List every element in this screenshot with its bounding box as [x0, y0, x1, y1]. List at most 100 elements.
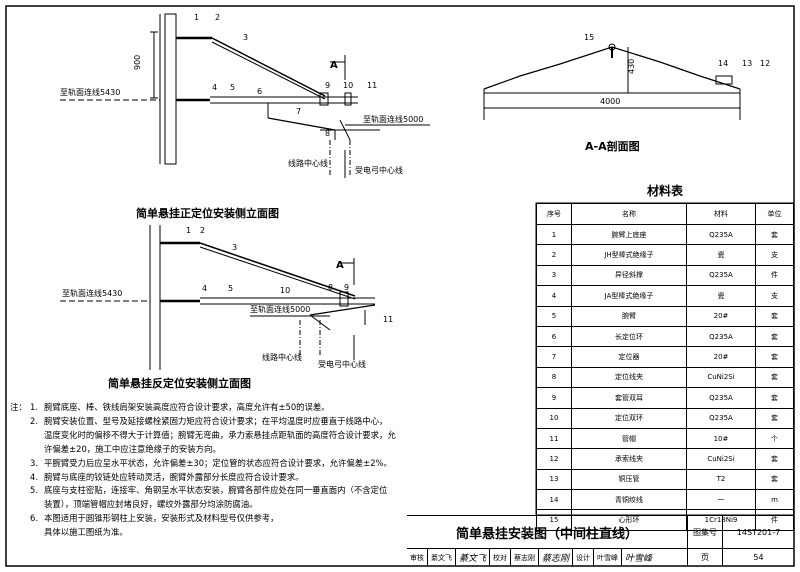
reviewer-signature: 綦文飞 [456, 549, 491, 566]
note-number [10, 429, 44, 443]
atlas-number: 14ST201-7 [723, 516, 794, 549]
row-unit: 套 [755, 325, 794, 348]
note-number-text: 2. [30, 415, 38, 426]
row-material: Q235A [686, 407, 756, 429]
row-material: Q235A [686, 325, 756, 348]
note-text: 底座与支柱密贴，连接牢、角钢呈水平状态安装，腕臂各部件应处在同一垂直面内（不含定… [44, 485, 388, 496]
callout-15-section: 15 [584, 33, 594, 42]
row-unit: 套 [755, 448, 794, 470]
row-material: Q235A [686, 223, 756, 246]
dim-4000: 4000 [600, 97, 620, 106]
pantograph-center-bottom: 受电弓中心线 [318, 359, 366, 369]
dim-430: 430 [627, 59, 636, 74]
note-text: 温度变化时的偏移不得大于计算值；腕臂无弯曲，承力索悬挂点距轨面的高度符合设计要求… [44, 429, 396, 440]
callout-13-section: 13 [742, 59, 752, 68]
row-material: T2 [686, 468, 756, 491]
row-material: 瓷 [686, 244, 756, 266]
callout-10-bottom: 10 [280, 286, 290, 295]
note-number: 5. [10, 484, 44, 498]
header-material: 材料 [686, 203, 756, 225]
row-index: 4 [536, 285, 572, 307]
notes-label: 注： [10, 402, 27, 412]
callout-9-bottom: 9 [344, 283, 349, 292]
row-index: 13 [536, 468, 572, 491]
row-name: 异径斜撑 [571, 264, 687, 287]
note-number [10, 443, 44, 457]
row-unit: 套 [755, 366, 794, 389]
row-unit: 套 [755, 387, 794, 409]
note-number-text: 6. [30, 513, 38, 524]
callout-8-bottom: 8 [328, 283, 333, 292]
note-number: 6. [10, 512, 44, 526]
row-name: 腕臂 [571, 305, 687, 327]
callout-5-top: 5 [230, 83, 235, 92]
row-index: 9 [536, 387, 572, 409]
row-unit: 支 [755, 244, 794, 266]
row-unit: 个 [755, 427, 794, 450]
designer-name: 叶雪峰 [594, 549, 623, 566]
note-number-text: 4. [30, 471, 38, 482]
row-index: 1 [536, 223, 572, 246]
row-material: CuNi2Si [686, 448, 756, 470]
callout-2-top: 2 [215, 13, 220, 22]
row-material: 瓷 [686, 285, 756, 307]
rail-line-label-top: 至轨面连线5430 [60, 87, 120, 97]
row-index: 3 [536, 264, 572, 287]
row-name: 承索线夹 [571, 448, 687, 470]
row-material: Q235A [686, 264, 756, 287]
note-line: 6.本图适用于圆锥形钢柱上安装，安装形式及材料型号仅供参考， [10, 512, 535, 526]
page-label: 页 [688, 549, 723, 566]
note-number: 2. [10, 415, 44, 429]
note-text: 装置），顶端管帽应封堵良好，螺纹外露部分均涂防腐油。 [44, 499, 258, 510]
row-name: 管帽 [571, 427, 687, 450]
note-number: 3. [10, 457, 44, 471]
pantograph-center-top: 受电弓中心线 [355, 165, 403, 175]
callout-8-top: 8 [325, 129, 330, 138]
material-table-header: 序号 名称 材料 单位 [536, 203, 794, 225]
row-unit: 套 [755, 346, 794, 368]
row-index: 2 [536, 244, 572, 266]
section-mark-top: A [330, 60, 338, 71]
note-line: 3.平腕臂受力后应呈水平状态，允许偏差±30；定位管的状态应符合设计要求，允许偏… [10, 457, 535, 471]
rail-line-label-bottom: 至轨面连线5430 [62, 288, 122, 298]
row-material: 20# [686, 346, 756, 368]
note-line: 具体以施工图纸为准。 [10, 526, 535, 540]
review-label: 审核 [407, 549, 428, 566]
row-material: 20# [686, 305, 756, 327]
callout-5-bottom: 5 [228, 284, 233, 293]
callout-12-section: 12 [760, 59, 770, 68]
designer-signature: 叶雪峰 [625, 554, 653, 564]
row-material: CuNi2Si [686, 366, 756, 389]
atlas-label: 图集号 [688, 516, 723, 549]
callout-14-section: 14 [718, 59, 728, 68]
header-index: 序号 [536, 203, 572, 225]
notes-block: 注：1.腕臂底座、棒、铁线肩架安装高度应符合设计要求，高度允许有±50的误差。2… [10, 401, 535, 540]
row-index: 5 [536, 305, 572, 327]
reviewer-name: 綦文飞 [428, 549, 456, 566]
row-material: 一 [686, 489, 756, 511]
row-name: 定位双环 [571, 407, 687, 429]
row-material: 10# [686, 427, 756, 450]
row-name: 青铜绞线 [571, 489, 687, 511]
design-label: 设计 [573, 549, 595, 566]
section-mark-bottom: A [336, 260, 344, 271]
row-index: 8 [536, 366, 572, 389]
callout-1-bottom: 1 [186, 226, 191, 235]
dim-900: 900 [133, 55, 142, 70]
row-name: 心形环 [571, 509, 687, 531]
callout-6-top: 6 [257, 87, 262, 96]
callout-1-top: 1 [194, 13, 199, 22]
callout-3-top: 3 [243, 33, 248, 42]
section-view-title: A-A剖面图 [585, 139, 640, 153]
note-number: 注：1. [10, 401, 44, 415]
note-line: 温度变化时的偏移不得大于计算值；腕臂无弯曲，承力索悬挂点距轨面的高度符合设计要求… [10, 429, 535, 443]
row-unit: 件 [755, 509, 794, 531]
